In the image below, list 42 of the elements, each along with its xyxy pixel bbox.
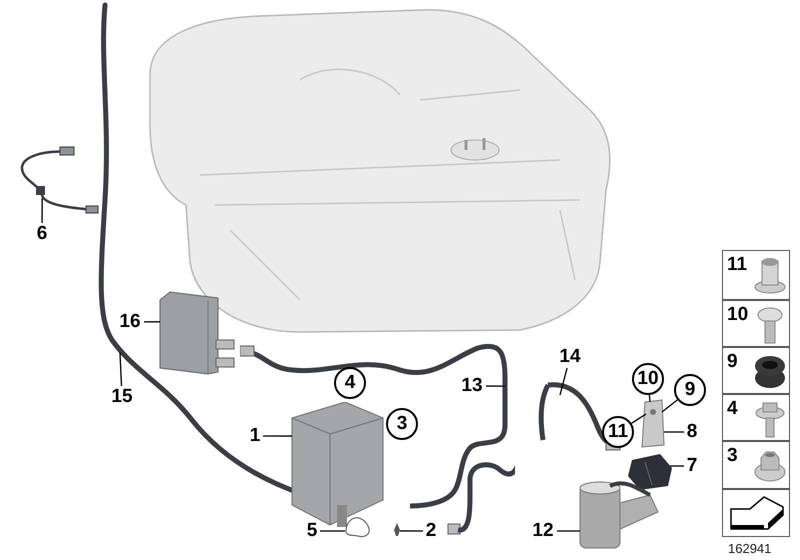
callout-number: 10 <box>727 304 748 326</box>
callout-number: 8 <box>684 421 700 443</box>
callout-number: 2 <box>423 520 439 542</box>
callout-number: 14 <box>556 346 584 368</box>
leader-line <box>670 465 684 467</box>
leader-line <box>144 321 160 323</box>
leader-line <box>559 368 568 396</box>
circled-callout-number: 9 <box>674 374 706 406</box>
leader-line <box>648 394 651 402</box>
callout-number: 11 <box>727 254 748 276</box>
leader-line <box>557 530 580 532</box>
parts-cell <box>722 250 790 300</box>
circled-callout-number: 11 <box>602 416 634 448</box>
circled-callout-number: 10 <box>632 363 664 395</box>
leader-line <box>631 413 646 424</box>
callout-number: 1 <box>247 425 263 447</box>
leader-line <box>119 352 122 386</box>
leader-line <box>400 530 423 532</box>
callout-number: 6 <box>34 223 50 245</box>
callout-number: 15 <box>108 386 136 408</box>
part-drawing <box>391 522 403 538</box>
leader-line <box>664 431 684 433</box>
callout-number: 16 <box>116 311 144 333</box>
parts-cell <box>722 300 790 347</box>
leader-line <box>263 435 292 437</box>
parts-cell <box>722 489 790 537</box>
callout-number: 3 <box>727 445 738 467</box>
parts-cell <box>722 347 790 394</box>
callout-number: 5 <box>304 520 320 542</box>
callout-number: 13 <box>458 375 486 397</box>
callout-number: 12 <box>529 520 557 542</box>
callout-number: 7 <box>684 455 700 477</box>
leader-line <box>320 530 346 532</box>
leader-line <box>662 399 678 413</box>
leader-line <box>41 198 43 223</box>
leader-line <box>486 385 506 387</box>
part-drawing <box>626 452 674 492</box>
callout-number: 9 <box>727 351 738 373</box>
parts-cell <box>722 441 790 489</box>
parts-cell <box>722 394 790 441</box>
callout-number: 4 <box>727 398 738 420</box>
drawing-number: 162941 <box>728 541 772 556</box>
